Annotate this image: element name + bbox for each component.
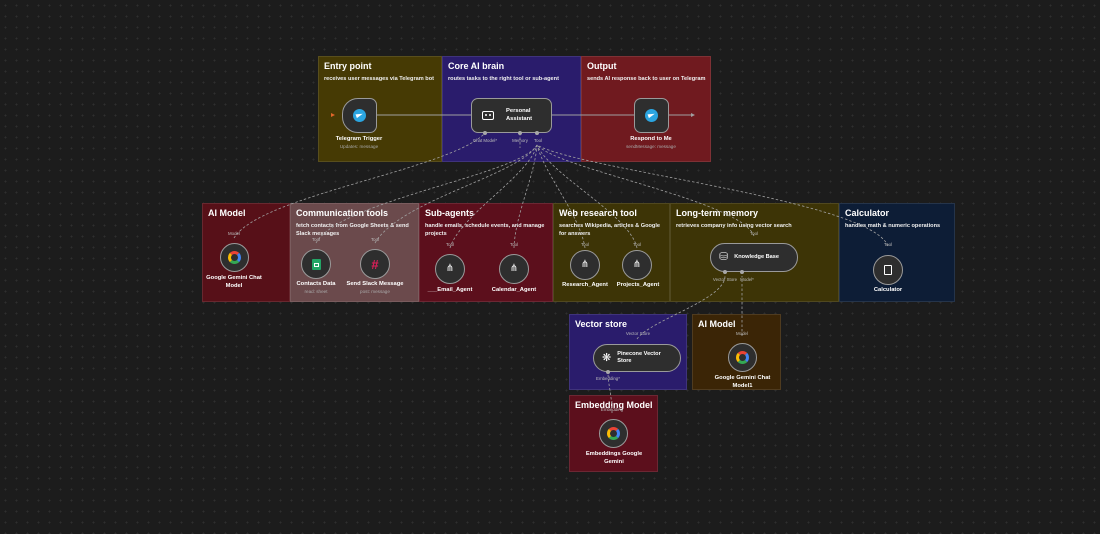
port-embedding: Embedding* bbox=[596, 376, 620, 381]
group-title: Web research tool bbox=[559, 208, 637, 218]
node-knowledge-base[interactable]: ⛁ Knowledge Base bbox=[710, 243, 798, 272]
node-label: Telegram Trigger bbox=[335, 136, 383, 142]
node-projects-agent[interactable]: ⋔ bbox=[622, 250, 652, 280]
node-label: Send Slack Message bbox=[346, 281, 404, 287]
port-tool: Tool bbox=[533, 138, 543, 143]
node-google-gemini-chat-model[interactable] bbox=[220, 243, 249, 272]
group-title: Communication tools bbox=[296, 208, 388, 218]
calculator-icon bbox=[884, 265, 892, 275]
telegram-icon bbox=[645, 109, 658, 122]
port-embedding: Embedding bbox=[600, 407, 624, 412]
port-vector-store: Vector Store bbox=[625, 331, 651, 336]
telegram-icon bbox=[353, 109, 366, 122]
node-embeddings-google-gemini[interactable] bbox=[599, 419, 628, 448]
pinecone-icon: ❋ bbox=[602, 351, 612, 364]
port-tool: Tool bbox=[445, 242, 455, 247]
node-calculator[interactable] bbox=[873, 255, 903, 285]
node-label: Knowledge Base bbox=[734, 253, 779, 260]
port-tool: Tool bbox=[509, 242, 519, 247]
node-label: Respond to Me bbox=[630, 136, 672, 142]
port-chat-model: Chat Model* bbox=[472, 138, 498, 143]
node-label: Calculator bbox=[873, 287, 903, 293]
node-label: Calendar_Agent bbox=[491, 287, 537, 293]
subworkflow-icon: ⋔ bbox=[445, 263, 455, 274]
port-model: Model bbox=[736, 331, 748, 336]
group-description: retrieves company info using vector sear… bbox=[676, 223, 792, 229]
port-dot-vector-store[interactable] bbox=[723, 270, 727, 274]
node-research-agent[interactable]: ⋔ bbox=[570, 250, 600, 280]
google-icon bbox=[607, 427, 620, 440]
group-description: sends AI response back to user on Telegr… bbox=[587, 76, 706, 82]
robot-icon bbox=[482, 111, 494, 120]
node-subtitle: sendMessage: message bbox=[626, 144, 676, 149]
port-model: Model bbox=[228, 231, 240, 236]
port-tool: Tool bbox=[749, 231, 759, 236]
port-dot-model[interactable] bbox=[740, 270, 744, 274]
subworkflow-icon: ⋔ bbox=[580, 259, 590, 270]
node-label: Personal Assistant bbox=[506, 107, 533, 122]
node-subtitle: post: message bbox=[360, 289, 390, 294]
subworkflow-icon: ⋔ bbox=[509, 263, 519, 274]
group-description: searches Wikipedia, articles & Google fo… bbox=[559, 223, 660, 238]
group-title: Embedding Model bbox=[575, 400, 653, 410]
node-label: ___Email_Agent bbox=[427, 287, 473, 293]
database-icon: ⛁ bbox=[719, 251, 729, 263]
group-title: Vector store bbox=[575, 319, 628, 329]
node-calendar-agent[interactable]: ⋔ bbox=[499, 254, 529, 284]
group-title: Entry point bbox=[324, 61, 372, 71]
group-title: Core AI brain bbox=[448, 61, 505, 71]
node-subtitle: read: sheet bbox=[304, 289, 328, 294]
port-dot-chat-model[interactable] bbox=[483, 131, 487, 135]
group-title: AI Model bbox=[698, 319, 736, 329]
group-title: Sub-agents bbox=[425, 208, 475, 218]
group-description: handles math & numeric operations bbox=[845, 223, 941, 229]
node-label: Google Gemini Chat Model bbox=[206, 275, 262, 289]
google-icon bbox=[228, 251, 241, 264]
node-label: Embeddings Google Gemini bbox=[585, 451, 643, 465]
group-description: receives user messages via Telegram bot bbox=[324, 76, 434, 82]
port-tool: Tool bbox=[580, 242, 590, 247]
node-email-agent[interactable]: ⋔ bbox=[435, 254, 465, 284]
port-tool: Tool bbox=[370, 237, 380, 242]
group-description: handle emails, schedule events, and mana… bbox=[425, 223, 545, 238]
group-description: routes tasks to the right tool or sub-ag… bbox=[448, 76, 559, 82]
node-personal-assistant[interactable]: Personal Assistant bbox=[471, 98, 552, 133]
sheets-icon bbox=[311, 258, 321, 270]
node-label: Projects_Agent bbox=[616, 282, 660, 288]
port-dot-memory[interactable] bbox=[518, 131, 522, 135]
group-title: Calculator bbox=[845, 208, 890, 218]
node-google-gemini-chat-model-1[interactable] bbox=[728, 343, 757, 372]
slack-icon: # bbox=[371, 256, 379, 272]
port-tool: Tool bbox=[311, 237, 321, 242]
port-dot-tool[interactable] bbox=[535, 131, 539, 135]
node-label: Research_Agent bbox=[562, 282, 608, 288]
node-respond-to-me[interactable] bbox=[634, 98, 669, 133]
port-tool: Tool bbox=[883, 242, 893, 247]
group-title: AI Model bbox=[208, 208, 246, 218]
group-title: Output bbox=[587, 61, 617, 71]
node-label: Contacts Data bbox=[296, 281, 336, 287]
node-subtitle: Updates: message bbox=[339, 144, 379, 149]
node-label: Google Gemini Chat Model1 bbox=[714, 375, 771, 389]
node-contacts-data[interactable] bbox=[301, 249, 331, 279]
port-dot-embedding[interactable] bbox=[606, 370, 610, 374]
port-model: Model* bbox=[740, 277, 754, 282]
node-pinecone-vector-store[interactable]: ❋ Pinecone Vector Store bbox=[593, 344, 681, 372]
port-tool: Tool bbox=[632, 242, 642, 247]
group-description: fetch contacts from Google Sheets & send… bbox=[296, 223, 409, 238]
node-label: Pinecone Vector Store bbox=[617, 350, 661, 364]
group-title: Long-term memory bbox=[676, 208, 759, 218]
node-telegram-trigger[interactable] bbox=[342, 98, 377, 133]
google-icon bbox=[736, 351, 749, 364]
subworkflow-icon: ⋔ bbox=[632, 259, 642, 270]
node-send-slack-message[interactable]: # bbox=[360, 249, 390, 279]
